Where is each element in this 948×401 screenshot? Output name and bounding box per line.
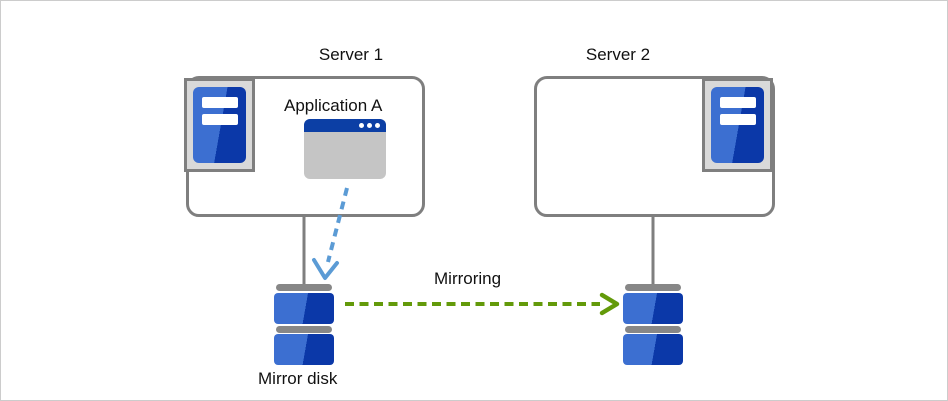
server2-title: Server 2 [585,45,651,64]
window-dot-icon [359,123,364,128]
server1-server-icon [184,78,255,172]
disk-cap [625,284,681,291]
server-tower-icon [711,87,764,163]
mirror-disk-primary-icon [274,284,334,365]
disk-cap [276,284,332,291]
server-drive-bay-bar [720,114,756,125]
mirror-disk-secondary-icon [623,284,683,365]
mirroring-arrowhead-icon [599,292,620,316]
server-drive-bay-bar [202,114,238,125]
server2-server-icon [702,78,773,172]
disk-platter [274,293,334,324]
server1-title: Server 1 [318,45,384,64]
mirror-disk-label: Mirror disk [258,369,338,388]
window-dot-icon [367,123,372,128]
window-dot-icon [375,123,380,128]
application-a-label: Application A [284,96,383,115]
disk-platter [623,293,683,324]
server-drive-bay-bar [202,97,238,108]
disk-cap [625,326,681,333]
app-window-buttons [359,123,380,128]
server-drive-bay-bar [720,97,756,108]
mirroring-label: Mirroring [434,269,502,288]
disk-platter [274,334,334,365]
app-window-icon [304,119,386,179]
disk-cap [276,326,332,333]
server-tower-icon [193,87,246,163]
app-to-disk-arrowhead-icon [312,258,339,280]
disk-platter [623,334,683,365]
app-window-titlebar [304,119,386,132]
